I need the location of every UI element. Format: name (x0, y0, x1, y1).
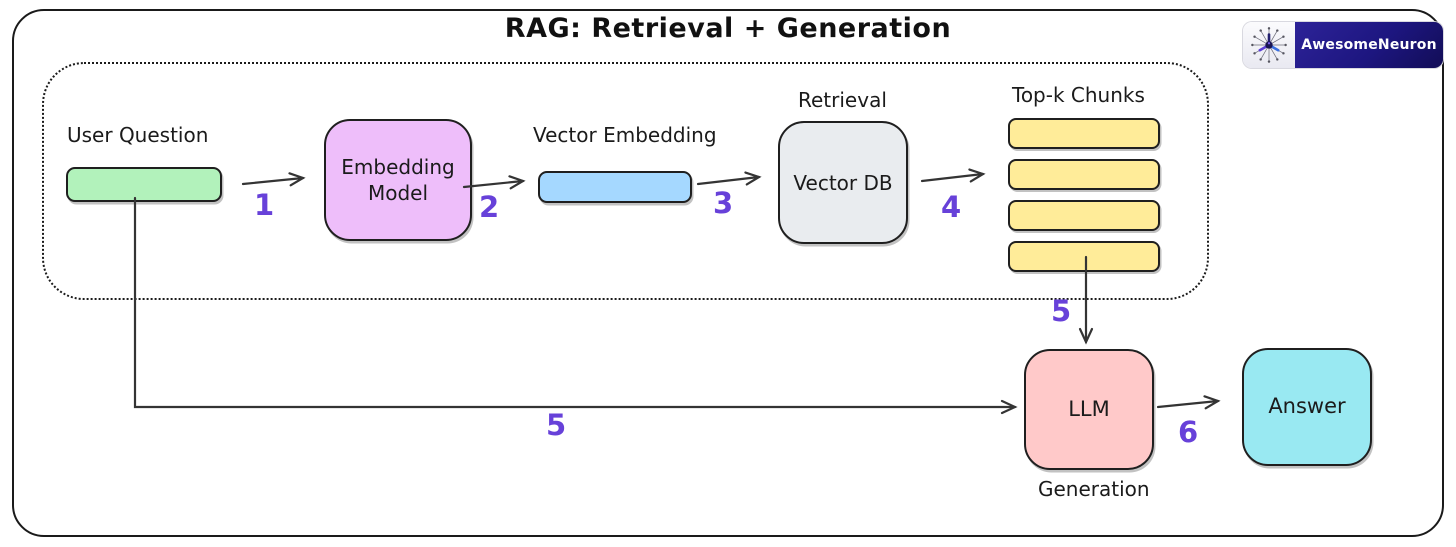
top-k-chunks-label: Top-k Chunks (1012, 83, 1145, 107)
step-5-long-label: 5 (546, 408, 567, 442)
chunk (1008, 159, 1160, 190)
step-4-label: 4 (941, 190, 962, 224)
retrieval-section-label: Retrieval (798, 88, 887, 112)
brand-name: AwesomeNeuron (1295, 22, 1443, 68)
user-question-label: User Question (67, 123, 209, 147)
vector-embedding-label: Vector Embedding (533, 123, 717, 147)
step-1-label: 1 (254, 188, 275, 222)
chunk (1008, 118, 1160, 149)
step-6-label: 6 (1178, 415, 1199, 449)
brand-logo: AwesomeNeuron (1243, 22, 1443, 68)
generation-section-label: Generation (1038, 477, 1150, 501)
chunk (1008, 241, 1160, 272)
diagram-title: RAG: Retrieval + Generation (504, 13, 952, 44)
llm-node: LLM (1024, 349, 1154, 470)
step-3-label: 3 (713, 186, 734, 220)
user-question-node (66, 167, 222, 202)
step-2-label: 2 (479, 190, 500, 224)
top-k-chunks-stack (1008, 118, 1160, 282)
diagram-frame (12, 9, 1444, 537)
embedding-model-node: Embedding Model (324, 119, 472, 241)
chunk (1008, 200, 1160, 231)
neuron-icon (1243, 22, 1295, 68)
vector-embedding-node (538, 171, 692, 203)
answer-node: Answer (1242, 348, 1372, 466)
vector-db-node: Vector DB (778, 121, 908, 244)
step-5-down-label: 5 (1051, 294, 1072, 328)
